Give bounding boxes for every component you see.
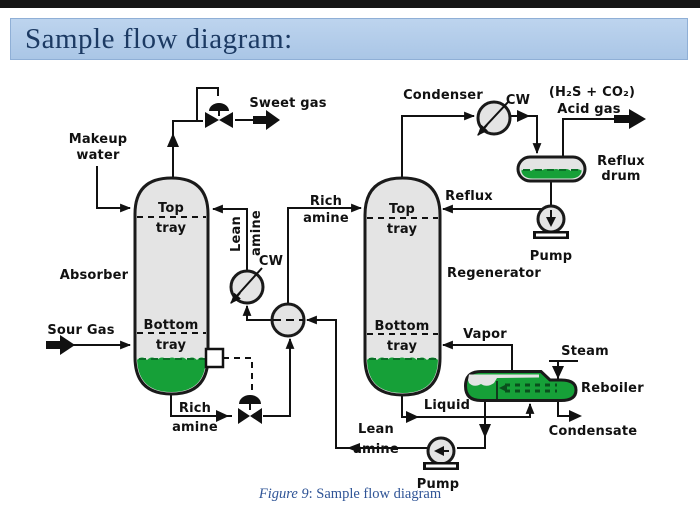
- level-signal-dashed-line: [223, 357, 253, 392]
- label-absorber-top-tray-1: Top: [158, 201, 184, 216]
- label-steam: Steam: [561, 344, 609, 359]
- label-lean-pump: Pump: [417, 477, 459, 492]
- regenerator-vessel: [363, 176, 442, 397]
- label-acid-gas-formula: (H₂S + CO₂): [549, 85, 635, 100]
- label-absorber-bottom-tray-2: tray: [156, 338, 187, 353]
- reboiler-vapor-space: [468, 374, 539, 386]
- label-regenerator: Regenerator: [447, 266, 541, 281]
- acid-gas-bold-arrow-icon: [614, 109, 646, 129]
- lean-amine-to-absorber-line: [211, 204, 248, 271]
- label-cw-condenser: CW: [506, 93, 530, 108]
- label-lean-amine-out-1: Lean: [358, 422, 394, 437]
- label-rich-amine-feed-1: Rich: [310, 194, 342, 209]
- label-regen-top-tray-2: tray: [387, 222, 418, 237]
- label-reflux-drum-1: Reflux: [597, 154, 645, 169]
- right-arrow-icon: [216, 410, 229, 422]
- sweet-gas-bold-arrow-icon: [253, 110, 280, 130]
- left-arrow-icon: [347, 443, 360, 453]
- reflux-pump-base-stripe: [536, 233, 566, 237]
- label-reflux-pump: Pump: [530, 249, 572, 264]
- sour-gas-bold-arrow-icon: [46, 335, 75, 355]
- right-arrow-icon: [569, 410, 582, 422]
- left-arrow-icon: [434, 446, 444, 456]
- sweet-gas-line: [172, 120, 203, 178]
- label-makeup-water-1: Makeup: [69, 132, 128, 147]
- rich-amine-valve-actuator: [239, 395, 261, 404]
- label-vapor: Vapor: [463, 327, 507, 342]
- label-rich-amine-feed-2: amine: [303, 211, 349, 226]
- makeup-water-line: [96, 166, 132, 213]
- label-regen-bottom-tray-1: Bottom: [375, 319, 430, 334]
- label-reflux-drum-2: drum: [601, 169, 640, 184]
- cooler-cw-out-arrow: [230, 292, 241, 304]
- label-rich-amine-bottom-1: Rich: [179, 401, 211, 416]
- right-arrow-icon: [406, 411, 419, 423]
- lean-pump-base-stripe: [426, 464, 456, 468]
- rich-amine-valve-icon: [238, 408, 262, 424]
- lean-amine-to-cooler-line: [242, 304, 272, 321]
- label-absorber-bottom-tray-1: Bottom: [144, 318, 199, 333]
- vapor-line: [441, 340, 513, 372]
- label-lean-amine-vertical-2: amine: [249, 210, 264, 256]
- label-regen-top-tray-1: Top: [389, 202, 415, 217]
- down-arrow-icon: [552, 366, 564, 379]
- title-bar: Sample flow diagram:: [10, 18, 688, 60]
- label-liquid: Liquid: [424, 398, 470, 413]
- label-regen-bottom-tray-2: tray: [387, 339, 418, 354]
- absorber-liquid: [137, 357, 206, 392]
- label-makeup-water-2: water: [76, 148, 120, 163]
- label-rich-amine-bottom-2: amine: [172, 420, 218, 435]
- reboiler-outlet-line: [457, 400, 486, 449]
- regenerator-liquid: [367, 357, 438, 393]
- down-arrow-icon: [479, 424, 491, 438]
- label-condensate: Condensate: [549, 424, 638, 439]
- figure-caption-text: : Sample flow diagram: [308, 486, 442, 502]
- label-absorber-top-tray-2: tray: [156, 221, 187, 236]
- label-lean-amine-vertical-1: Lean: [229, 216, 244, 252]
- sweet-gas-valve-actuator: [209, 103, 229, 111]
- liquid-line: [401, 395, 535, 418]
- label-cw-cooler: CW: [259, 254, 283, 269]
- label-sweet-gas: Sweet gas: [249, 96, 326, 111]
- condenser-outlet-line: [510, 115, 542, 155]
- top-black-bar: [0, 0, 700, 8]
- overhead-vapor-line: [401, 111, 476, 178]
- label-condenser: Condenser: [403, 88, 483, 103]
- label-sour-gas: Sour Gas: [47, 323, 114, 338]
- lean-amine-return-line: [305, 315, 427, 449]
- label-absorber: Absorber: [60, 268, 129, 283]
- rich-amine-feed-line: [287, 203, 363, 304]
- label-reflux: Reflux: [445, 189, 493, 204]
- label-reboiler: Reboiler: [581, 381, 644, 396]
- label-lean-amine-out-2: amine: [353, 442, 399, 457]
- right-arrow-icon: [517, 110, 530, 122]
- condenser-cw-out-arrow: [477, 124, 488, 136]
- up-arrow-icon: [167, 133, 179, 147]
- acid-gas-line: [562, 118, 614, 157]
- figure-caption: Figure 9: Sample flow diagram: [0, 486, 700, 503]
- label-acid-gas: Acid gas: [557, 102, 621, 117]
- sweet-gas-valve-icon: [205, 112, 233, 128]
- rich-amine-outlet-line: [170, 394, 232, 417]
- tube-bundle-chevron-icon: [499, 384, 507, 392]
- level-controller: [204, 347, 225, 369]
- rich-amine-to-exchanger-line: [263, 337, 295, 417]
- page-title: Sample flow diagram:: [25, 22, 293, 55]
- valve-signal-loop: [196, 87, 219, 121]
- down-arrow-icon: [546, 217, 556, 227]
- figure-number: Figure 9: [258, 486, 309, 502]
